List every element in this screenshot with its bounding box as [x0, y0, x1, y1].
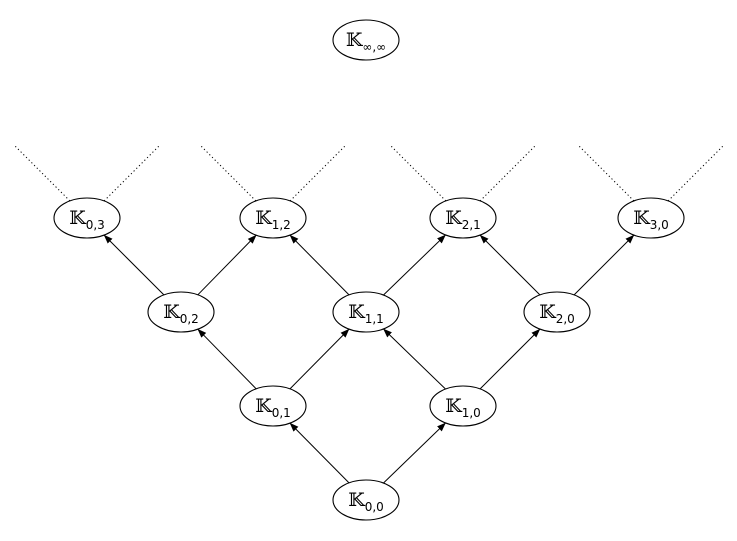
- edge-11-to-21: [383, 234, 446, 296]
- continuation-30-left: [578, 145, 635, 202]
- node-subscript: 0,1: [272, 406, 291, 420]
- node-symbol: 𝕂: [539, 301, 557, 323]
- node-30: 𝕂3,0: [617, 197, 685, 239]
- edge-01-to-11: [289, 328, 350, 390]
- node-subscript: ∞,∞: [362, 40, 386, 54]
- node-ellipse: [53, 197, 121, 239]
- node-ellipse: [617, 197, 685, 239]
- node-02: 𝕂0,2: [147, 291, 215, 333]
- node-ellipse: [429, 385, 497, 427]
- node-label: 𝕂0,1: [255, 395, 291, 420]
- node-subscript: 1,1: [365, 312, 384, 326]
- node-label: 𝕂1,1: [348, 301, 384, 326]
- node-subscript: 2,1: [462, 218, 481, 232]
- continuation-21-left: [390, 145, 447, 202]
- node-symbol: 𝕂: [633, 207, 651, 229]
- edge-20-to-30: [573, 234, 635, 296]
- node-ellipse: [523, 291, 591, 333]
- node-subscript: 2,0: [556, 312, 575, 326]
- node-ellipse: [239, 385, 307, 427]
- continuation-03-left: [14, 145, 71, 202]
- edge-01-to-02: [197, 328, 257, 390]
- node-label: 𝕂1,2: [255, 207, 291, 232]
- node-01: 𝕂0,1: [239, 385, 307, 427]
- node-03: 𝕂0,3: [53, 197, 121, 239]
- continuation-12-right: [289, 145, 346, 202]
- node-symbol: 𝕂: [445, 207, 463, 229]
- edges: [103, 234, 635, 484]
- node-label: 𝕂2,1: [445, 207, 481, 232]
- node-symbol: 𝕂: [346, 29, 364, 51]
- node-symbol: 𝕂: [348, 301, 366, 323]
- node-ellipse: [429, 197, 497, 239]
- node-label: 𝕂3,0: [633, 207, 669, 232]
- node-ellipse: [332, 291, 400, 333]
- node-ellipse: [332, 19, 400, 61]
- continuation-12-left: [200, 145, 257, 202]
- node-subscript: 0,2: [180, 312, 199, 326]
- edge-10-to-20: [479, 328, 541, 390]
- node-12: 𝕂1,2: [239, 197, 307, 239]
- node-symbol: 𝕂: [255, 395, 273, 417]
- node-label: 𝕂0,2: [163, 301, 199, 326]
- edge-02-to-03: [103, 234, 165, 296]
- edge-11-to-12: [289, 234, 350, 296]
- node-ellipse: [147, 291, 215, 333]
- node-symbol: 𝕂: [163, 301, 181, 323]
- node-label: 𝕂1,0: [445, 395, 481, 420]
- node-symbol: 𝕂: [255, 207, 273, 229]
- node-20: 𝕂2,0: [523, 291, 591, 333]
- node-10: 𝕂1,0: [429, 385, 497, 427]
- node-symbol: 𝕂: [348, 489, 366, 511]
- node-subscript: 1,2: [272, 218, 291, 232]
- edge-00-to-10: [383, 422, 446, 484]
- node-symbol: 𝕂: [445, 395, 463, 417]
- edge-00-to-01: [289, 422, 350, 484]
- continuation-lines: [14, 145, 724, 202]
- node-symbol: 𝕂: [69, 207, 87, 229]
- node-11: 𝕂1,1: [332, 291, 400, 333]
- edge-02-to-12: [197, 234, 257, 296]
- node-ellipse: [239, 197, 307, 239]
- node-label: 𝕂0,0: [348, 489, 384, 514]
- continuation-21-right: [479, 145, 536, 202]
- node-subscript: 3,0: [650, 218, 669, 232]
- node-subscript: 0,0: [365, 500, 384, 514]
- node-21: 𝕂2,1: [429, 197, 497, 239]
- node-subscript: 1,0: [462, 406, 481, 420]
- continuation-30-right: [667, 145, 724, 202]
- node-label: 𝕂0,3: [69, 207, 105, 232]
- node-inf: 𝕂∞,∞: [332, 19, 400, 61]
- edge-10-to-11: [383, 328, 446, 390]
- node-00: 𝕂0,0: [332, 479, 400, 521]
- node-label: 𝕂2,0: [539, 301, 575, 326]
- node-ellipse: [332, 479, 400, 521]
- continuation-03-right: [103, 145, 160, 202]
- node-label: 𝕂∞,∞: [346, 29, 386, 54]
- node-subscript: 0,3: [86, 218, 105, 232]
- edge-20-to-21: [479, 234, 541, 296]
